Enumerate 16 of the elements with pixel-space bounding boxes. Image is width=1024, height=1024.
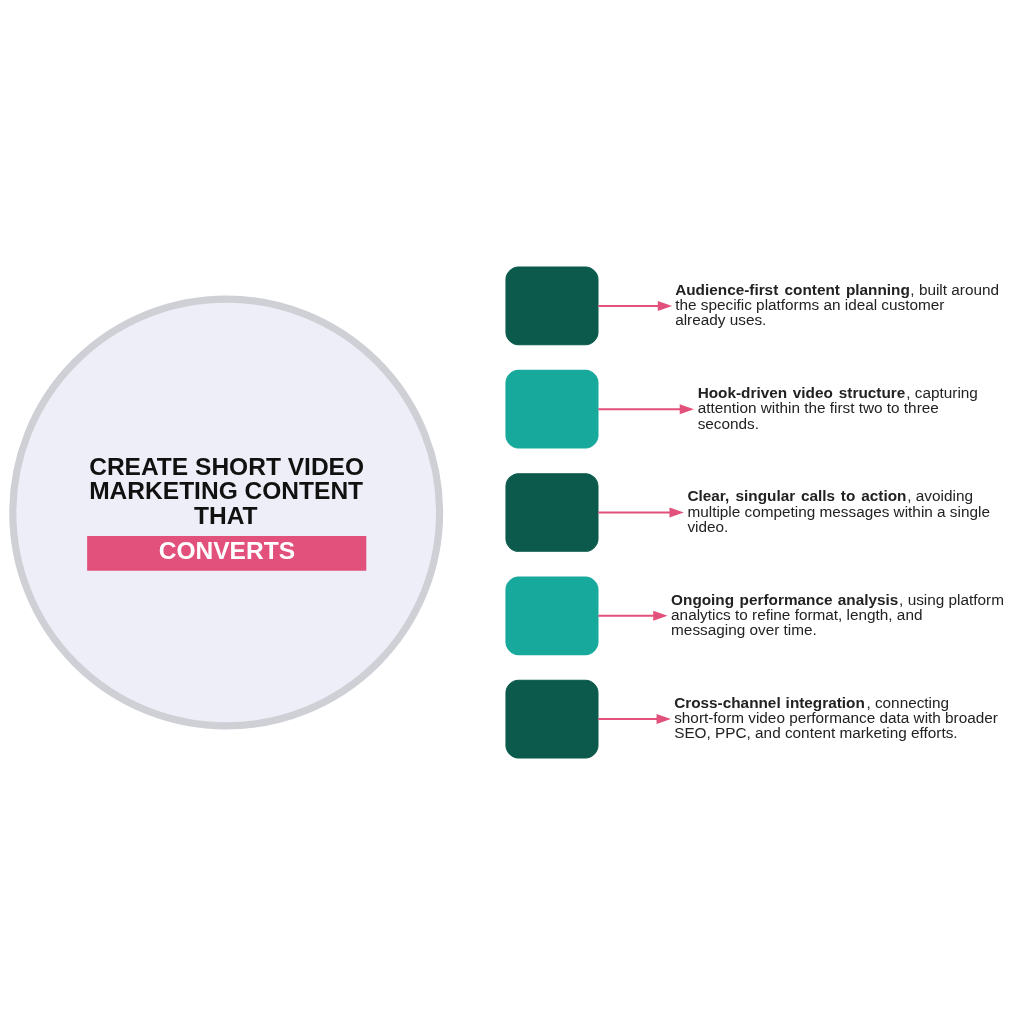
node-text: Hook-driven video structure, capturing attention within the first two to three seconds. [697,383,978,432]
node-box [505,575,599,655]
node-box [505,369,599,449]
node-box [505,679,599,758]
arrow [598,403,695,414]
arrow [598,506,684,518]
node-box [505,472,599,552]
node-text: Clear, singular calls to action, avoiding multiple competing messages within a single video. [687,486,990,535]
node-circle: CREATE SHORT VIDEO MARKETING CONTENT THAT CONVERTS [9,295,444,729]
node-box [505,266,599,345]
arrow [598,713,671,724]
node-text: Ongoing performance analysis, using platform analytics to refine format, length, and messaging over time. [671,590,1004,638]
node-text: Audience-first content planning, built around the specific platforms an ideal customer already uses. [675,280,999,328]
node-text: Cross-channel integration, connecting short-form video performance data with broader SEO, PPC, and content marketing efforts. [674,693,998,741]
arrow [598,300,673,311]
arrow [598,610,668,621]
